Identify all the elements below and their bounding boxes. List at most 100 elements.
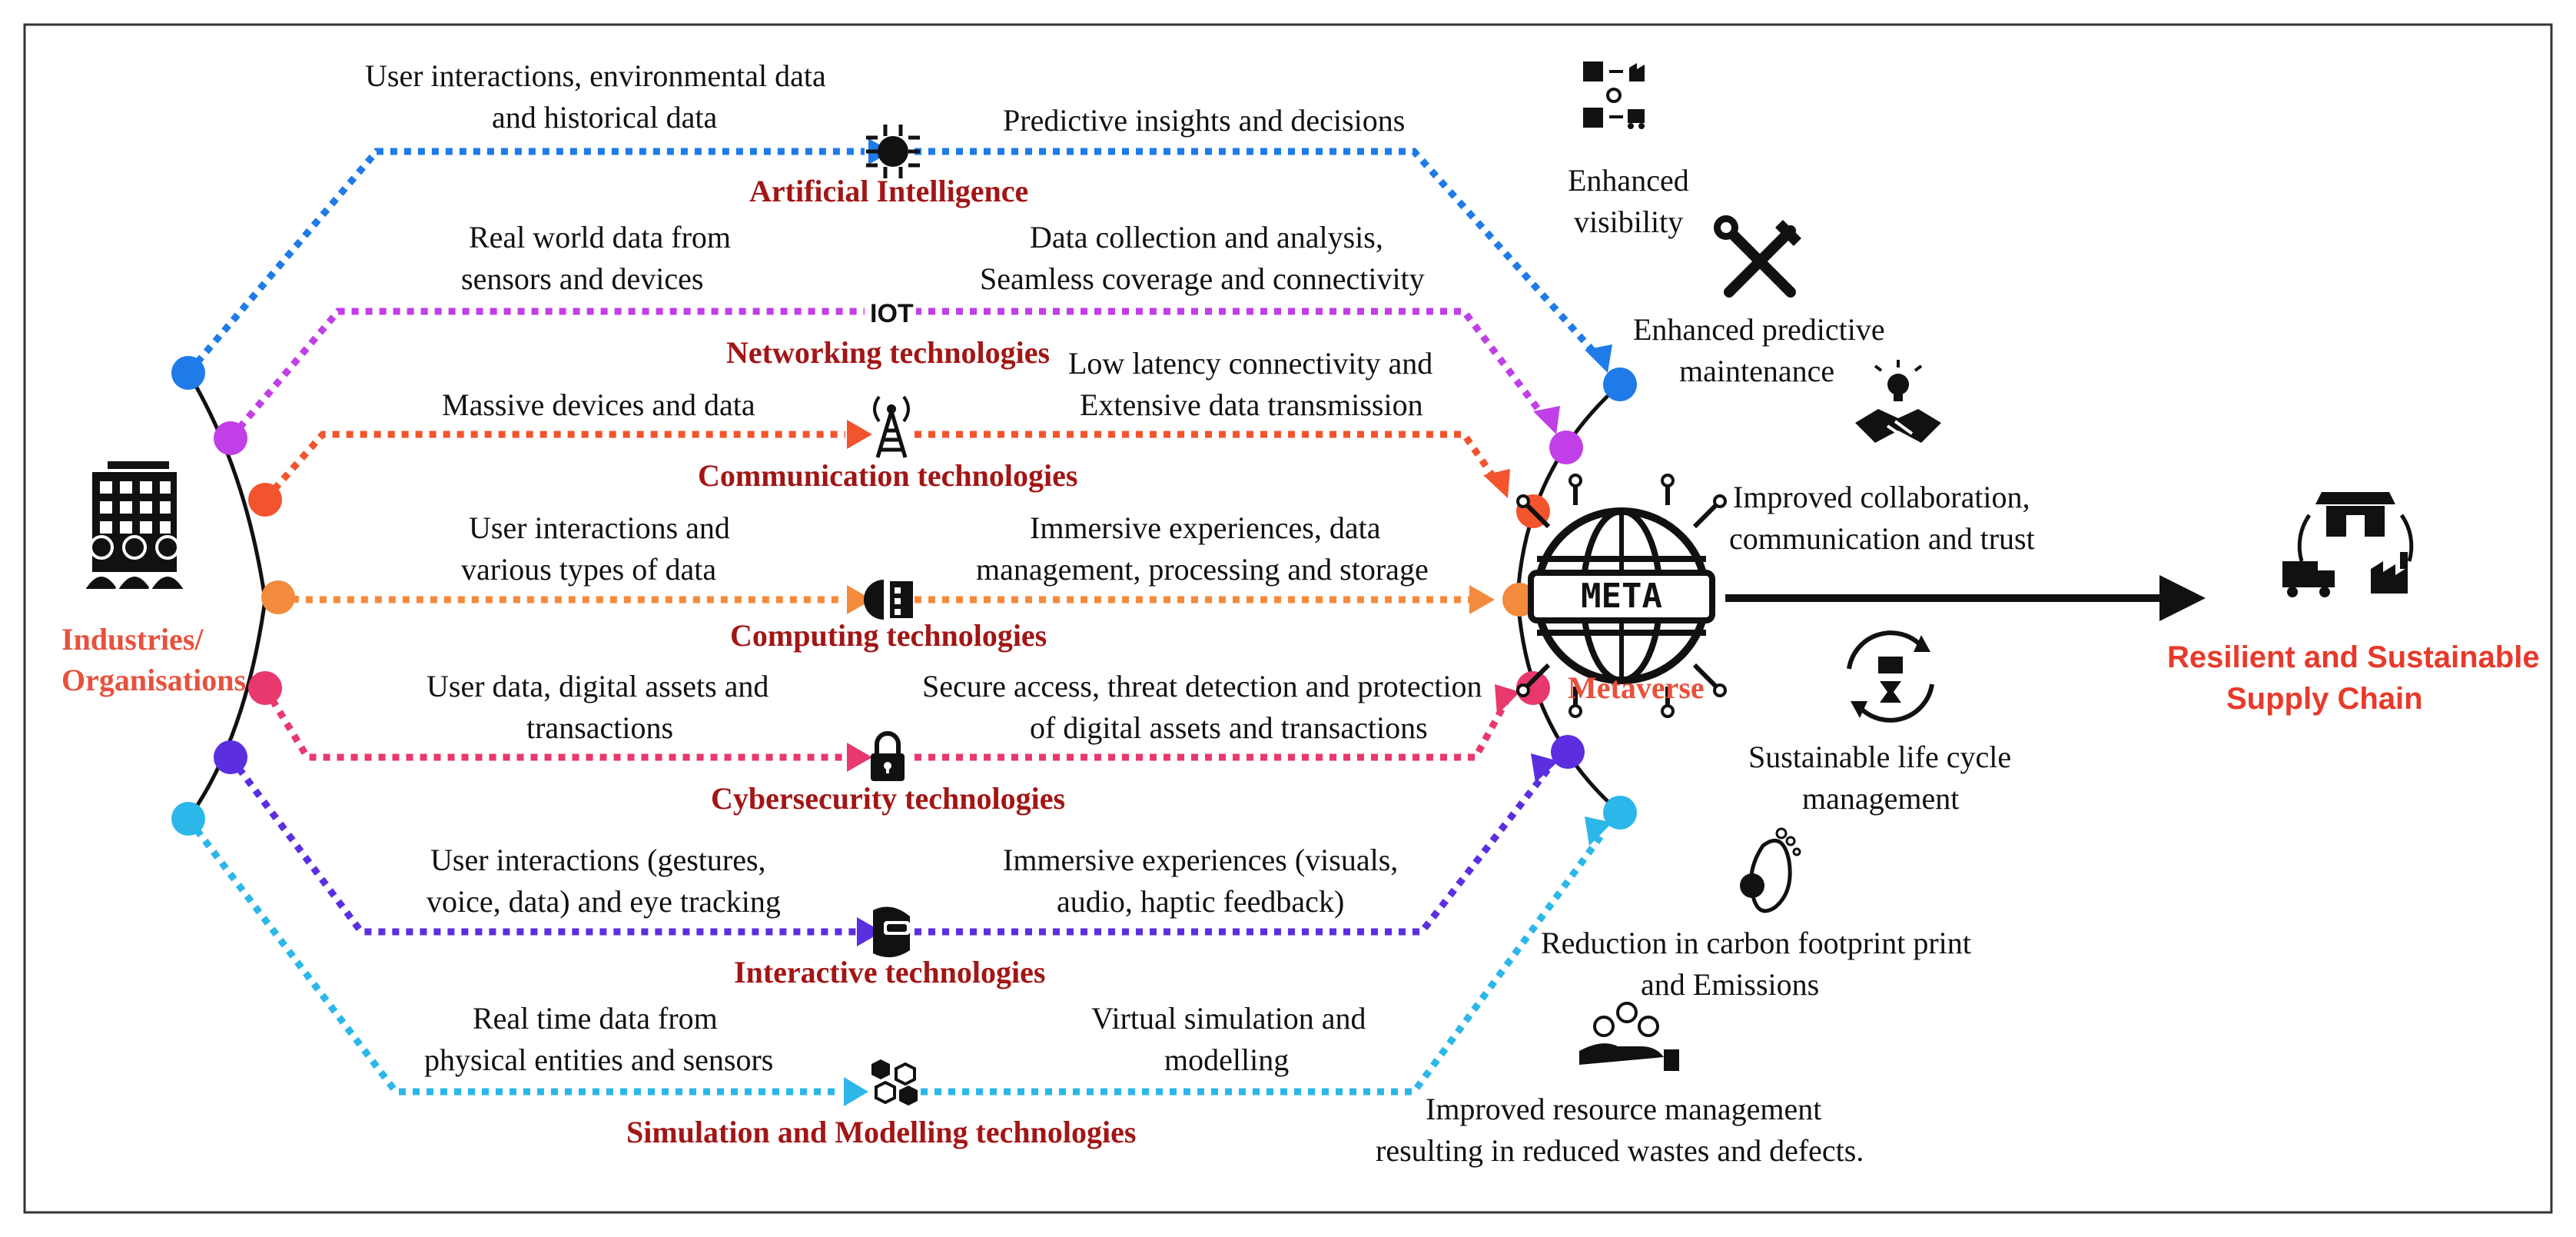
antenna-tower-icon <box>873 395 910 458</box>
resource-management-icon <box>1579 1002 1679 1071</box>
lane-comm-tech-label: Communication technologies <box>698 458 1077 493</box>
benefit-maintenance: Enhanced predictive maintenance <box>1633 215 1885 388</box>
lane-comp: User interactions and various types of d… <box>461 510 1429 653</box>
source-title-line1: Industries/ <box>61 622 204 657</box>
supply-flow-icon <box>1583 62 1645 129</box>
lane-sim-output-line1: Virtual simulation and <box>1091 1001 1366 1036</box>
benefit-carbon-line2: and Emissions <box>1641 967 1819 1002</box>
source-node-ai <box>171 356 205 390</box>
lane-net: Real world data from sensors and devices… <box>461 220 1425 370</box>
svg-text:IOT: IOT <box>870 299 914 328</box>
lane-net-output-line1: Data collection and analysis, <box>1030 220 1383 254</box>
lane-ai-tech-label: Artificial Intelligence <box>749 174 1028 208</box>
lane-cyber-output-line1: Secure access, threat detection and prot… <box>922 669 1482 703</box>
ai-chip-icon <box>866 125 920 178</box>
lane-net-tech-label: Networking technologies <box>726 335 1050 370</box>
lane-ai-in <box>185 148 865 375</box>
lane-comp-input-line2: various types of data <box>461 552 716 587</box>
tools-icon <box>1714 215 1801 298</box>
industries-icon <box>80 461 189 592</box>
benefit-collab: Improved collaboration, communication an… <box>1729 360 2035 556</box>
lane-ai-input-line1: User interactions, environmental data <box>365 58 826 93</box>
lane-inter-input-line1: User interactions (gestures, <box>430 843 766 877</box>
metaverse-globe-icon: META <box>1516 474 1727 718</box>
footprint-icon <box>1740 827 1801 913</box>
lane-inter-out <box>915 766 1552 936</box>
benefit-resource-line1: Improved resource management <box>1426 1092 1821 1126</box>
lane-inter-output-line2: audio, haptic feedback) <box>1057 884 1344 919</box>
benefit-resource-line2: resulting in reduced wastes and defects. <box>1376 1133 1864 1168</box>
supply-chain-icon <box>2282 492 2414 597</box>
computing-chip-icon <box>864 580 913 620</box>
lane-comp-input-line1: User interactions and <box>469 510 730 545</box>
lane-cyber-input-line2: transactions <box>526 710 673 745</box>
lane-comm-output-line2: Extensive data transmission <box>1080 387 1423 422</box>
lane-cyber-output-line2: of digital assets and transactions <box>1030 710 1428 745</box>
lane-cyber: User data, digital assets and transactio… <box>427 669 1482 816</box>
lane-comm-output-line1: Low latency connectivity and <box>1068 346 1432 381</box>
benefit-lifecycle-line1: Sustainable life cycle <box>1748 740 2011 774</box>
lane-inter-in <box>227 755 857 936</box>
benefit-maintenance-line2: maintenance <box>1679 354 1834 388</box>
source-node-net <box>214 421 247 455</box>
lifecycle-icon <box>1847 630 1934 723</box>
lane-net-out-arrowhead <box>1533 406 1560 434</box>
lane-comm-out-arrowhead <box>1483 469 1510 498</box>
lane-cyber-tech-label: Cybersecurity technologies <box>711 781 1065 816</box>
iot-icon: IOT <box>867 294 916 328</box>
lane-inter-in-arrowhead <box>857 917 882 946</box>
lane-sim-output-line2: modelling <box>1164 1042 1289 1077</box>
lane-cyber-in-arrowhead <box>847 743 872 772</box>
benefit-visibility-line1: Enhanced <box>1568 163 1689 198</box>
lane-comm: Massive devices and data Low latency con… <box>442 346 1432 493</box>
lane-sim-in <box>185 816 842 1096</box>
lane-comm-in <box>262 431 845 502</box>
hub-node-inter <box>1551 735 1585 769</box>
lane-inter-out-arrowhead <box>1531 753 1559 783</box>
lane-sim-out-arrowhead <box>1585 816 1612 846</box>
benefit-collab-line2: communication and trust <box>1729 521 2035 556</box>
benefit-lifecycle: Sustainable life cycle management <box>1748 630 2011 816</box>
lane-comp-out-arrowhead <box>1469 585 1495 614</box>
lane-comm-out <box>915 431 1502 487</box>
lane-ai: User interactions, environmental data an… <box>365 58 1405 208</box>
source-node-comm <box>248 483 282 517</box>
lane-net-in <box>227 308 865 441</box>
source-nodes <box>171 356 295 836</box>
lane-comp-output-line2: management, processing and storage <box>976 552 1429 587</box>
handshake-icon <box>1855 360 1941 443</box>
lane-sim-out <box>907 832 1605 1096</box>
lane-ai-out-arrowhead <box>1585 344 1612 373</box>
source-node-cyber <box>248 671 282 705</box>
hub-node-sim <box>1603 796 1637 830</box>
lane-net-input-line1: Real world data from <box>469 220 731 254</box>
lane-ai-output-line1: Predictive insights and decisions <box>1003 103 1405 138</box>
lane-sim-in-arrowhead <box>844 1077 868 1106</box>
output-title-line1: Resilient and Sustainable <box>2167 640 2540 674</box>
benefit-collab-line1: Improved collaboration, <box>1733 480 2030 514</box>
lane-cyber-out-arrowhead <box>1495 684 1520 715</box>
lane-comp-tech-label: Computing technologies <box>730 618 1047 653</box>
vr-headset-icon <box>873 906 910 958</box>
benefit-visibility: Enhanced visibility <box>1568 62 1689 239</box>
benefit-carbon-line1: Reduction in carbon footprint print <box>1541 926 1971 960</box>
output-title-line2: Supply Chain <box>2226 682 2423 716</box>
benefit-resource: Improved resource management resulting i… <box>1376 1002 1864 1168</box>
lane-inter-tech-label: Interactive technologies <box>734 955 1045 989</box>
lane-comp-output-line1: Immersive experiences, data <box>1030 510 1381 545</box>
benefit-maintenance-line1: Enhanced predictive <box>1633 312 1885 347</box>
lane-sim-input-line1: Real time data from <box>473 1001 718 1036</box>
lane-ai-out <box>915 148 1605 364</box>
metaverse-logo-text: META <box>1581 577 1662 616</box>
lane-paths <box>185 138 1612 1106</box>
lane-sim-tech-label: Simulation and Modelling technologies <box>626 1115 1136 1149</box>
lane-net-out <box>915 308 1552 425</box>
lane-ai-input-line2: and historical data <box>492 100 717 135</box>
benefit-carbon: Reduction in carbon footprint print and … <box>1541 827 1971 1002</box>
lane-inter-output-line1: Immersive experiences (visuals, <box>1003 843 1398 877</box>
lane-comm-in-arrowhead <box>847 420 872 449</box>
lane-inter-input-line2: voice, data) and eye tracking <box>427 884 781 919</box>
hub-node-ai <box>1603 367 1637 401</box>
lane-net-output-line2: Seamless coverage and connectivity <box>980 261 1425 296</box>
